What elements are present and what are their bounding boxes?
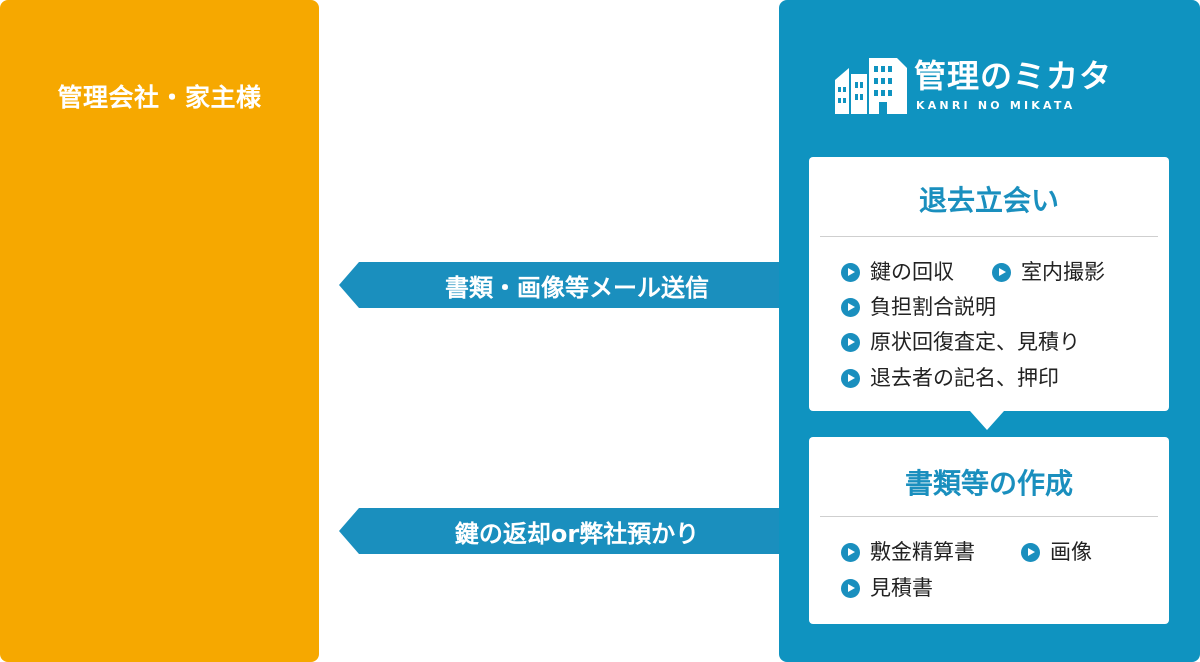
arrow-key-return: 鍵の返却or弊社預かり <box>339 508 779 554</box>
card-title: 退去立会い <box>918 184 1059 217</box>
list-item: 室内撮影 <box>992 259 1105 285</box>
card-document-creation: 書類等の作成 敷金精算書 画像 見積書 <box>809 437 1169 624</box>
down-pointer <box>970 411 1004 430</box>
divider <box>820 236 1158 237</box>
arrow-left-icon <box>339 508 779 554</box>
arrow-label: 書類・画像等メール送信 <box>445 273 709 302</box>
divider <box>820 516 1158 517</box>
logo-name: 管理のミカタ <box>914 57 1113 95</box>
logo-subtitle: KANRI NO MIKATA <box>916 99 1076 112</box>
play-bullet-icon <box>841 332 860 352</box>
list-item: 鍵の回収 <box>841 259 954 285</box>
list-item: 見積書 <box>841 575 933 601</box>
arrow-left-icon <box>339 262 779 308</box>
logo <box>835 50 1125 116</box>
play-bullet-icon <box>841 368 860 388</box>
play-bullet-icon <box>841 297 860 317</box>
play-bullet-icon <box>841 542 860 562</box>
play-bullet-icon <box>841 262 860 282</box>
arrow-label: 鍵の返却or弊社預かり <box>454 519 700 548</box>
list-item: 敷金精算書 <box>841 539 975 565</box>
list-item: 画像 <box>1021 539 1092 565</box>
play-bullet-icon <box>992 262 1011 282</box>
card-title: 書類等の作成 <box>904 467 1073 500</box>
arrow-documents-email: 書類・画像等メール送信 <box>339 262 779 308</box>
list-item: 負担割合説明 <box>841 294 996 320</box>
play-bullet-icon <box>841 578 860 598</box>
client-title: 管理会社・家主様 <box>57 83 262 112</box>
client-panel: 管理会社・家主様 <box>0 0 319 662</box>
card-move-out-inspection: 退去立会い 鍵の回収 室内撮影 負担割合説明 原状回復査定、見積り 退去者の記名… <box>809 157 1169 411</box>
play-bullet-icon <box>1021 542 1040 562</box>
list-item: 原状回復査定、見積り <box>841 329 1080 355</box>
list-item: 退去者の記名、押印 <box>841 365 1059 391</box>
building-icon <box>835 58 907 114</box>
